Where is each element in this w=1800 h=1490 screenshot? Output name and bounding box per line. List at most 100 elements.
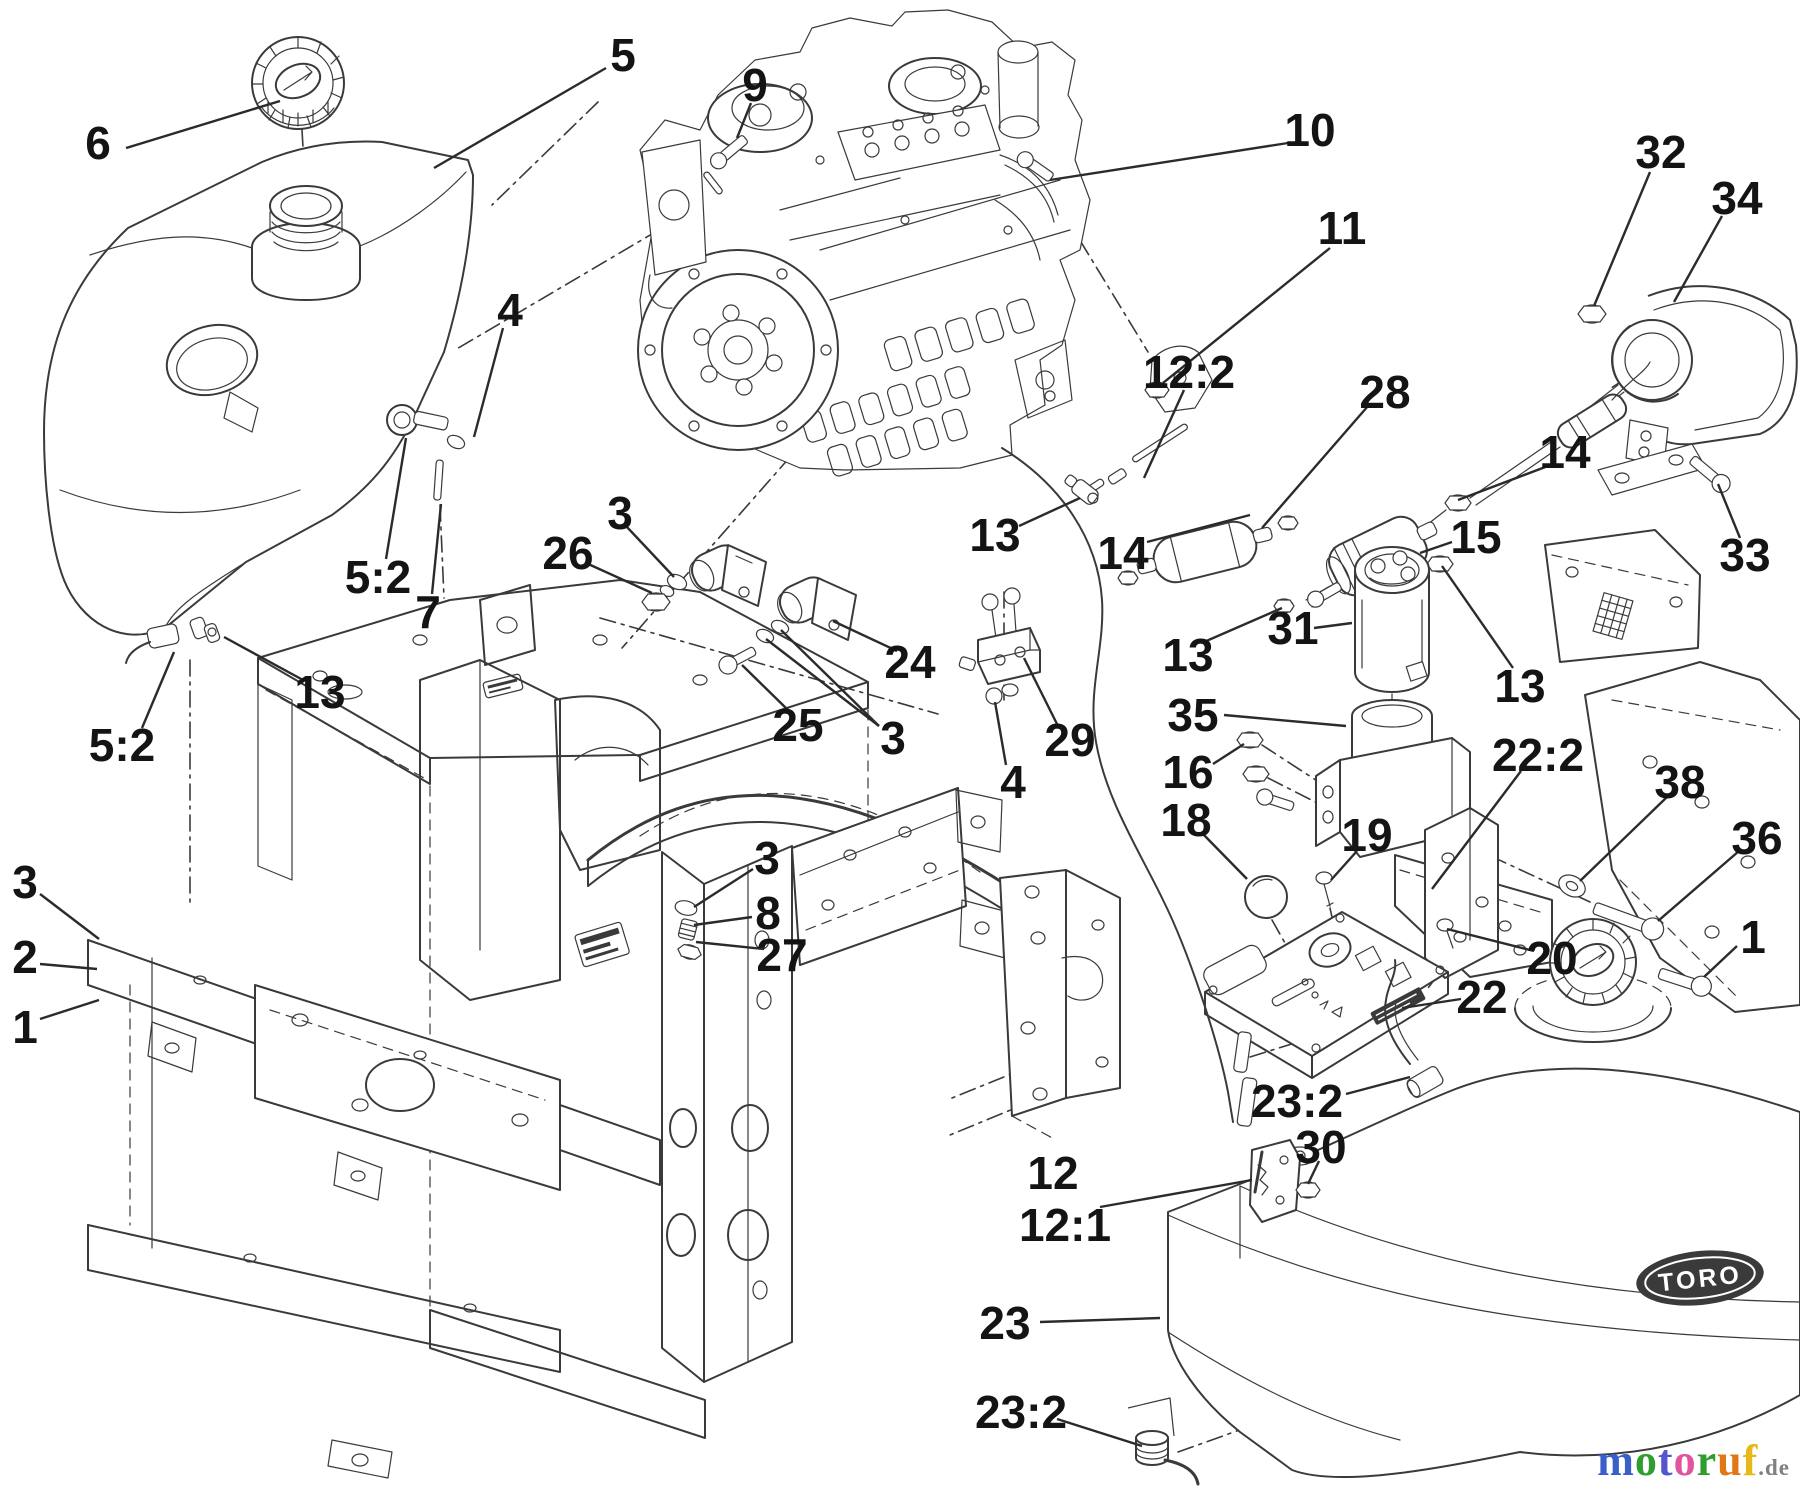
callout-label-11: 11 bbox=[1318, 202, 1367, 254]
bolt-16 bbox=[1256, 788, 1295, 811]
callout-label-28: 28 bbox=[1359, 366, 1410, 418]
callout-leader-12:1 bbox=[1099, 1178, 1253, 1209]
callout-label-29: 29 bbox=[1044, 714, 1095, 766]
engine-bolt-10 bbox=[1016, 151, 1054, 182]
callout-label-3: 3 bbox=[12, 856, 38, 908]
callout-leader-23:2 bbox=[1056, 1417, 1143, 1448]
engine-block-ports-upper bbox=[883, 298, 1035, 372]
grommet-23-2 bbox=[1127, 1397, 1200, 1486]
bolt-36 bbox=[1592, 902, 1665, 941]
washer-38 bbox=[1558, 874, 1586, 898]
callout-leader-8 bbox=[693, 915, 753, 927]
callout-leader-10 bbox=[1049, 141, 1289, 182]
callout-leader-15 bbox=[1419, 540, 1453, 555]
callout-label-13: 13 bbox=[294, 666, 345, 718]
callout-leader-3 bbox=[765, 638, 880, 727]
engine-mount-clamps bbox=[641, 544, 857, 675]
callout-leader-4 bbox=[472, 327, 505, 438]
callout-label-20: 20 bbox=[1526, 932, 1577, 984]
callout-label-4: 4 bbox=[1000, 756, 1026, 808]
callout-label-26: 26 bbox=[542, 527, 593, 579]
callout-label-2: 2 bbox=[12, 931, 38, 983]
callout-label-32: 32 bbox=[1635, 126, 1686, 178]
fuel-hose bbox=[1001, 447, 1234, 1123]
callout-leader-22:2 bbox=[1431, 770, 1522, 890]
fuel-valve-12 bbox=[1233, 1031, 1301, 1223]
callout-label-5: 5 bbox=[610, 29, 636, 81]
nut-26 bbox=[641, 592, 671, 612]
callout-leader-30 bbox=[1306, 1160, 1321, 1185]
callout-leader-18 bbox=[1200, 831, 1248, 880]
watermark-letter: m bbox=[1597, 1436, 1635, 1485]
callout-leader-2 bbox=[39, 962, 98, 971]
tank-drain-valve bbox=[386, 404, 466, 501]
callout-label-1: 1 bbox=[12, 1001, 38, 1053]
watermark-letter: t bbox=[1657, 1436, 1674, 1485]
watermark-letter: f bbox=[1742, 1436, 1759, 1485]
callout-label-13: 13 bbox=[969, 509, 1020, 561]
callout-label-31: 31 bbox=[1267, 602, 1318, 654]
callout-label-19: 19 bbox=[1341, 809, 1392, 861]
callout-leader-13 bbox=[1018, 496, 1081, 528]
callout-leader-13 bbox=[1441, 565, 1514, 669]
callout-label-22: 22 bbox=[1456, 971, 1507, 1023]
engine-block-ports bbox=[800, 366, 971, 477]
callout-label-33: 33 bbox=[1719, 529, 1770, 581]
callout-label-24: 24 bbox=[884, 636, 936, 688]
callout-label-27: 27 bbox=[756, 929, 807, 981]
mount-bracket-right bbox=[1558, 661, 1800, 1013]
callout-label-34: 34 bbox=[1711, 172, 1763, 224]
screw-19 bbox=[1315, 871, 1334, 907]
pin-9 bbox=[703, 171, 723, 195]
left-fuel-tank bbox=[43, 140, 474, 664]
callout-leader-3 bbox=[625, 525, 675, 578]
callout-leader-28 bbox=[1261, 405, 1369, 529]
chassis-decal bbox=[574, 921, 630, 968]
callout-leader-36 bbox=[1657, 850, 1740, 922]
callout-label-6: 6 bbox=[85, 117, 111, 169]
tank-outlet-fitting bbox=[125, 616, 221, 664]
callout-label-14: 14 bbox=[1539, 426, 1591, 478]
knob-18 bbox=[1244, 875, 1288, 919]
watermark-letter: o bbox=[1673, 1436, 1697, 1485]
control-panel-assembly bbox=[999, 869, 1454, 1141]
bolt-9 bbox=[709, 135, 748, 170]
hardware-stack bbox=[574, 900, 702, 968]
callout-label-12:2: 12:2 bbox=[1143, 346, 1235, 398]
callout-leader-13 bbox=[223, 635, 304, 682]
nut-30 bbox=[1295, 1181, 1321, 1199]
callout-label-5:2: 5:2 bbox=[345, 551, 411, 603]
callout-label-23:2: 23:2 bbox=[1251, 1075, 1343, 1127]
callout-leader-25 bbox=[741, 664, 790, 712]
callout-label-13: 13 bbox=[1494, 660, 1545, 712]
callout-label-14: 14 bbox=[1097, 527, 1149, 579]
callout-label-12:1: 12:1 bbox=[1019, 1199, 1111, 1251]
callout-label-3: 3 bbox=[754, 832, 780, 884]
callout-label-36: 36 bbox=[1731, 812, 1782, 864]
watermark-letter: o bbox=[1634, 1436, 1658, 1485]
motoruf-watermark: motoruf.de bbox=[1597, 1435, 1790, 1486]
callout-label-23:2: 23:2 bbox=[975, 1386, 1067, 1438]
hatch-bracket bbox=[1544, 529, 1701, 663]
callout-label-15: 15 bbox=[1450, 511, 1501, 563]
watermark-letter: r bbox=[1696, 1436, 1718, 1485]
screw-20 bbox=[1436, 918, 1454, 949]
bolt-25 bbox=[718, 646, 757, 675]
callout-label-25: 25 bbox=[772, 699, 823, 751]
callout-label-10: 10 bbox=[1284, 104, 1335, 156]
chassis-frame bbox=[87, 579, 1010, 1479]
fuel-fitting-block bbox=[958, 587, 1041, 705]
callout-leader-14 bbox=[1457, 464, 1549, 502]
callout-label-38: 38 bbox=[1654, 756, 1705, 808]
callout-leader-7 bbox=[430, 503, 443, 595]
callout-leader-5:2 bbox=[140, 651, 176, 729]
callout-label-18: 18 bbox=[1160, 794, 1211, 846]
callout-leader-31 bbox=[1313, 621, 1353, 630]
watermark-suffix: .de bbox=[1758, 1455, 1790, 1480]
callout-label-16: 16 bbox=[1162, 746, 1213, 798]
nut-32 bbox=[1577, 304, 1607, 324]
clamp-nut-13c bbox=[1426, 555, 1454, 573]
